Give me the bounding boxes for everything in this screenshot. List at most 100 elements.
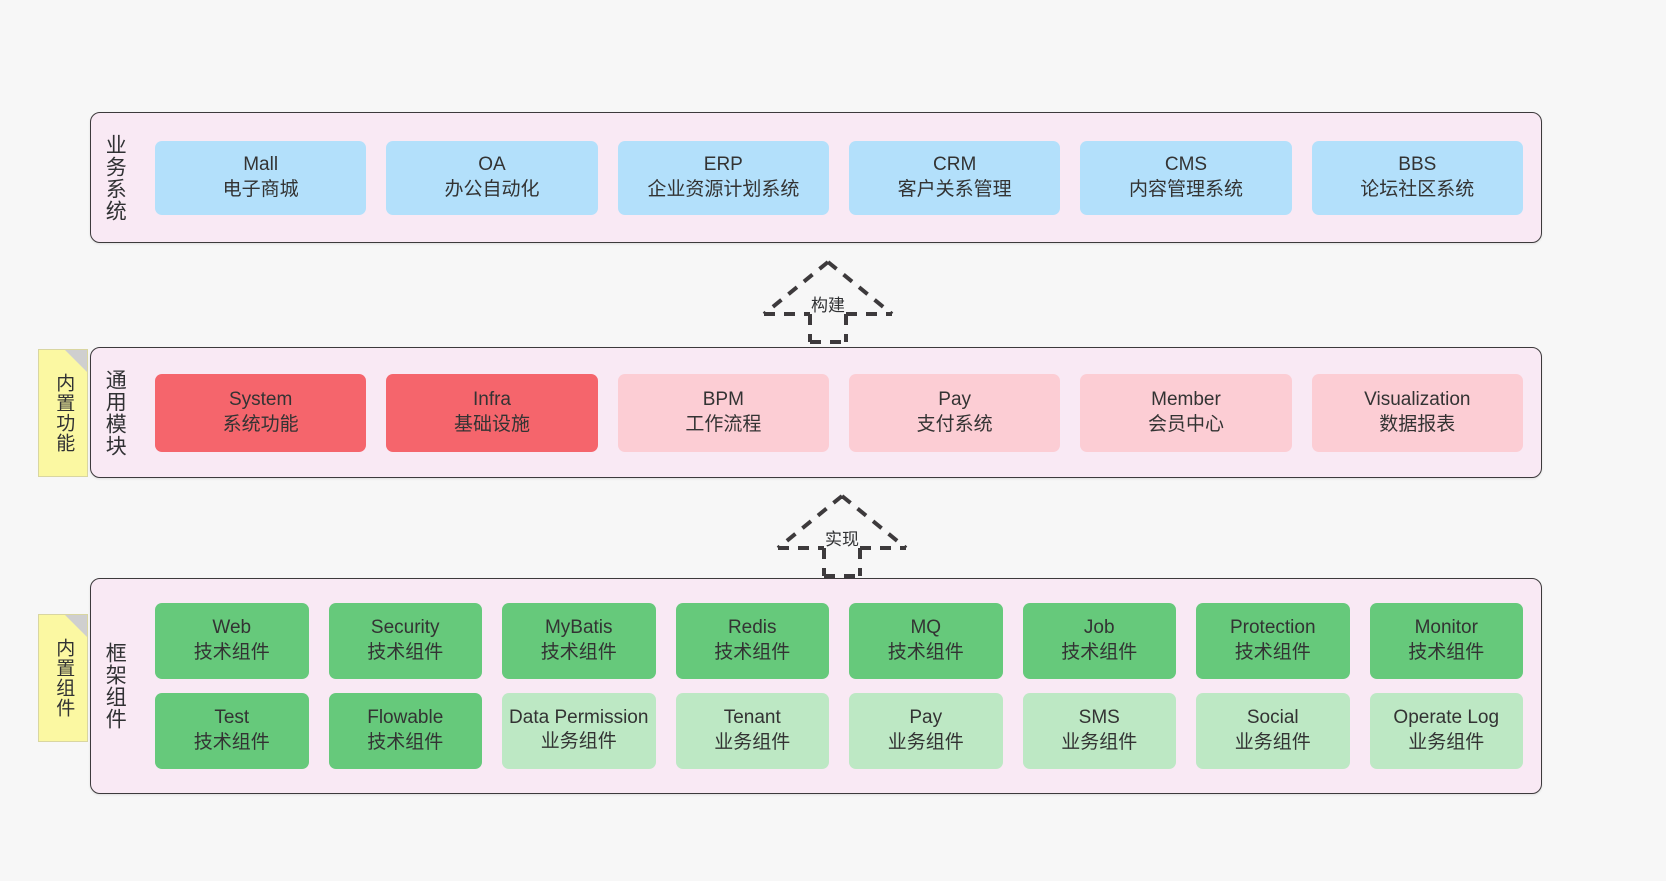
component-row: Mall 电子商城 OA 办公自动化 ERP 企业资源计划系统 CRM 客户关系… [155,140,1523,215]
component-card-cms[interactable]: CMS 内容管理系统 [1080,140,1292,215]
sticky-note-builtin-components: 内置组件 [38,614,88,742]
card-title: Protection [1229,617,1316,639]
card-subtitle: 技术组件 [367,732,444,753]
card-title: OA [478,153,506,175]
card-subtitle: 技术组件 [367,642,444,663]
layer-title-common-modules: 通用模块 [103,368,127,457]
card-title: MQ [910,617,942,639]
layer-framework-components: 框架组件 Web 技术组件 Security 技术组件 MyBatis 技术组件… [90,578,1542,794]
card-subtitle: 客户关系管理 [897,178,1012,200]
card-title: Test [214,707,250,729]
card-subtitle: 基础设施 [453,413,530,435]
card-title: Pay [909,707,943,729]
card-title: Redis [727,617,777,639]
component-card-mybatis[interactable]: MyBatis 技术组件 [502,603,656,679]
component-card-pay[interactable]: Pay 支付系统 [848,373,1061,452]
component-card-infra[interactable]: Infra 基础设施 [386,373,598,452]
card-subtitle: 业务组件 [887,732,964,753]
card-subtitle: 业务组件 [1408,732,1485,753]
component-card-member[interactable]: Member 会员中心 [1080,373,1292,452]
card-title: Data Permission [509,707,649,729]
component-card-oa[interactable]: OA 办公自动化 [386,140,598,215]
component-card-tenant[interactable]: Tenant 业务组件 [675,693,829,769]
component-card-operate-log[interactable]: Operate Log 业务组件 [1369,693,1523,769]
card-subtitle: 业务组件 [540,730,617,752]
card-title: MyBatis [544,617,613,639]
sticky-note-text: 内置组件 [53,638,75,718]
card-subtitle: 数据报表 [1379,413,1456,435]
layer-title-framework-components: 框架组件 [103,642,127,730]
card-subtitle: 系统功能 [222,413,299,435]
card-subtitle: 技术组件 [1061,642,1138,663]
card-subtitle: 办公自动化 [444,178,540,200]
card-subtitle: 技术组件 [1234,642,1311,663]
component-card-visualization[interactable]: Visualization 数据报表 [1311,373,1523,452]
component-card-system[interactable]: System 系统功能 [155,373,367,452]
card-title: Pay [938,388,972,410]
card-subtitle: 工作流程 [685,413,762,435]
card-title: Monitor [1414,617,1478,639]
card-title: Tenant [723,707,781,729]
layer-body-common-modules: System 系统功能 Infra 基础设施 BPM 工作流程 Pay 支付系统… [137,348,1541,477]
card-subtitle: 电子商城 [222,178,299,200]
arrow-label-implement: 实现 [825,530,859,549]
card-subtitle: 业务组件 [1234,732,1311,753]
component-row-technical: Web 技术组件 Security 技术组件 MyBatis 技术组件 Redi… [155,603,1523,679]
sticky-note-text: 内置功能 [53,373,75,453]
arrow-label-build: 构建 [811,296,845,315]
card-title: Operate Log [1393,707,1500,729]
component-card-crm[interactable]: CRM 客户关系管理 [848,140,1061,215]
card-subtitle: 技术组件 [1408,642,1485,663]
card-title: Infra [472,388,511,410]
card-title: Web [212,617,252,639]
sticky-note-builtin-features: 内置功能 [38,349,88,477]
component-card-pay-business[interactable]: Pay 业务组件 [849,693,1003,769]
card-title: Mall [243,153,279,175]
card-title: BBS [1398,153,1437,175]
layer-business-systems: 业务系统 Mall 电子商城 OA 办公自动化 ERP 企业资源计划系统 CRM… [90,112,1542,243]
note-fold-corner-icon [65,350,87,372]
card-subtitle: 技术组件 [540,642,617,663]
component-card-flowable[interactable]: Flowable 技术组件 [328,693,482,769]
card-subtitle: 论坛社区系统 [1360,178,1475,200]
component-card-job[interactable]: Job 技术组件 [1022,603,1176,679]
card-title: SMS [1078,707,1120,729]
card-subtitle: 企业资源计划系统 [647,178,800,200]
component-card-test[interactable]: Test 技术组件 [155,693,309,769]
card-title: CRM [933,153,977,175]
component-card-erp[interactable]: ERP 企业资源计划系统 [617,140,829,215]
card-title: Security [370,617,440,639]
component-card-mq[interactable]: MQ 技术组件 [849,603,1003,679]
card-title: Flowable [367,707,444,729]
layer-body-framework-components: Web 技术组件 Security 技术组件 MyBatis 技术组件 Redi… [137,579,1541,793]
card-subtitle: 技术组件 [193,732,270,753]
card-title: ERP [703,153,743,175]
component-row-business: Test 技术组件 Flowable 技术组件 Data Permission … [155,693,1523,769]
component-card-redis[interactable]: Redis 技术组件 [675,603,829,679]
component-card-monitor[interactable]: Monitor 技术组件 [1369,603,1523,679]
component-card-mall[interactable]: Mall 电子商城 [155,140,367,215]
component-card-web[interactable]: Web 技术组件 [155,603,309,679]
component-card-sms[interactable]: SMS 业务组件 [1022,693,1176,769]
component-card-data-permission[interactable]: Data Permission 业务组件 [502,693,656,769]
layer-common-modules: 通用模块 System 系统功能 Infra 基础设施 BPM 工作流程 Pay… [90,347,1542,478]
component-card-security[interactable]: Security 技术组件 [328,603,482,679]
card-title: CMS [1164,153,1208,175]
component-card-protection[interactable]: Protection 技术组件 [1196,603,1350,679]
card-subtitle: 业务组件 [1061,732,1138,753]
card-subtitle: 技术组件 [193,642,270,663]
note-fold-corner-icon [65,615,87,637]
component-row: System 系统功能 Infra 基础设施 BPM 工作流程 Pay 支付系统… [155,373,1523,452]
card-subtitle: 支付系统 [916,413,993,435]
component-card-social[interactable]: Social 业务组件 [1196,693,1350,769]
card-title: System [228,388,293,410]
card-title: Job [1083,617,1115,639]
generalization-arrow-build [762,260,894,344]
card-subtitle: 技术组件 [887,642,964,663]
card-subtitle: 内容管理系统 [1128,178,1243,200]
component-card-bbs[interactable]: BBS 论坛社区系统 [1311,140,1523,215]
card-subtitle: 技术组件 [714,642,791,663]
layer-body-business-systems: Mall 电子商城 OA 办公自动化 ERP 企业资源计划系统 CRM 客户关系… [137,113,1541,242]
card-title: BPM [702,388,744,410]
component-card-bpm[interactable]: BPM 工作流程 [617,373,829,452]
